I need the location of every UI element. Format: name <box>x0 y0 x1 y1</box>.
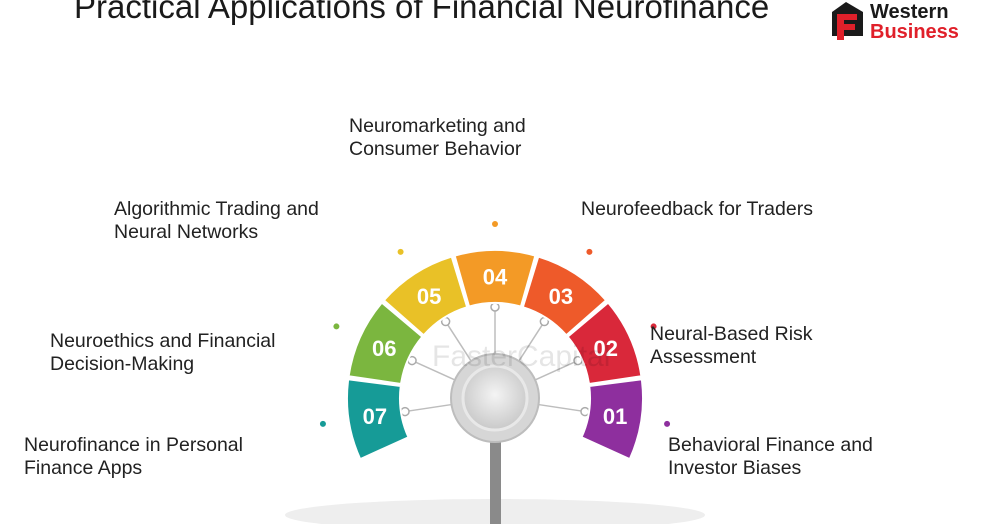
logo-text: Western Business <box>870 2 959 42</box>
segment-number-06: 06 <box>372 336 396 361</box>
segment-number-02: 02 <box>594 336 618 361</box>
watermark: FasterCapital <box>432 340 611 373</box>
label-07: Neurofinance in Personal Finance Apps <box>24 434 243 480</box>
label-04: Neuromarketing and Consumer Behavior <box>349 115 526 161</box>
label-04-line1: Neuromarketing and <box>349 115 526 137</box>
spoke-03 <box>518 321 546 362</box>
spoke-02 <box>534 359 579 381</box>
label-04-line2: Consumer Behavior <box>349 138 522 160</box>
connector-dot-03 <box>586 248 593 255</box>
connector-dot-04 <box>492 221 498 227</box>
label-05-line1: Algorithmic Trading and <box>114 198 319 220</box>
segment-number-04: 04 <box>483 265 508 290</box>
segment-01 <box>580 378 644 461</box>
label-07-line2: Finance Apps <box>24 457 143 479</box>
hub-inner <box>461 364 529 432</box>
segment-number-03: 03 <box>549 284 573 309</box>
label-06-line2: Decision-Making <box>50 353 195 375</box>
arc-segments: 01 02 03 04 05 06 07 <box>346 249 644 461</box>
connector-dot-01 <box>664 420 671 427</box>
logo <box>828 0 991 46</box>
label-06: Neuroethics and Financial Decision-Makin… <box>50 330 275 376</box>
label-02: Neural-Based Risk Assessment <box>650 323 813 369</box>
label-01-line2: Investor Biases <box>668 457 802 479</box>
spokes <box>400 302 590 417</box>
logo-line-western: Western <box>870 1 949 23</box>
connector-dot-06 <box>333 323 340 330</box>
segment-04 <box>453 249 537 308</box>
label-05: Algorithmic Trading and Neural Networks <box>114 198 319 244</box>
spoke-05 <box>444 321 472 362</box>
segment-02 <box>566 301 643 386</box>
spoke-07 <box>404 403 452 413</box>
segment-05 <box>382 255 469 337</box>
label-02-line1: Neural-Based Risk <box>650 323 813 345</box>
connector-dot-02 <box>650 323 657 330</box>
connector-dots <box>319 221 671 427</box>
segment-03 <box>521 255 608 337</box>
label-02-line2: Assessment <box>650 346 757 368</box>
page-title: Practical Applications of Financial Neur… <box>74 0 770 25</box>
spoke-01 <box>538 403 586 413</box>
label-03-line1: Neurofeedback for Traders <box>581 198 813 220</box>
segment-number-07: 07 <box>363 404 387 429</box>
segment-07 <box>346 378 410 461</box>
label-01-line1: Behavioral Finance and <box>668 434 873 456</box>
label-03: Neurofeedback for Traders <box>581 198 813 221</box>
label-05-line2: Neural Networks <box>114 221 259 243</box>
label-01: Behavioral Finance and Investor Biases <box>668 434 873 480</box>
spoke-06 <box>411 359 456 381</box>
segment-06 <box>347 301 424 386</box>
connector-dot-05 <box>397 248 404 255</box>
stand-pole <box>490 440 501 524</box>
label-07-line1: Neurofinance in Personal <box>24 434 243 456</box>
connector-dot-07 <box>319 420 326 427</box>
logo-line-business: Business <box>870 21 959 43</box>
segment-number-05: 05 <box>417 284 441 309</box>
segment-number-01: 01 <box>603 404 627 429</box>
label-06-line1: Neuroethics and Financial <box>50 330 276 352</box>
spoke-joint-04 <box>490 302 500 312</box>
